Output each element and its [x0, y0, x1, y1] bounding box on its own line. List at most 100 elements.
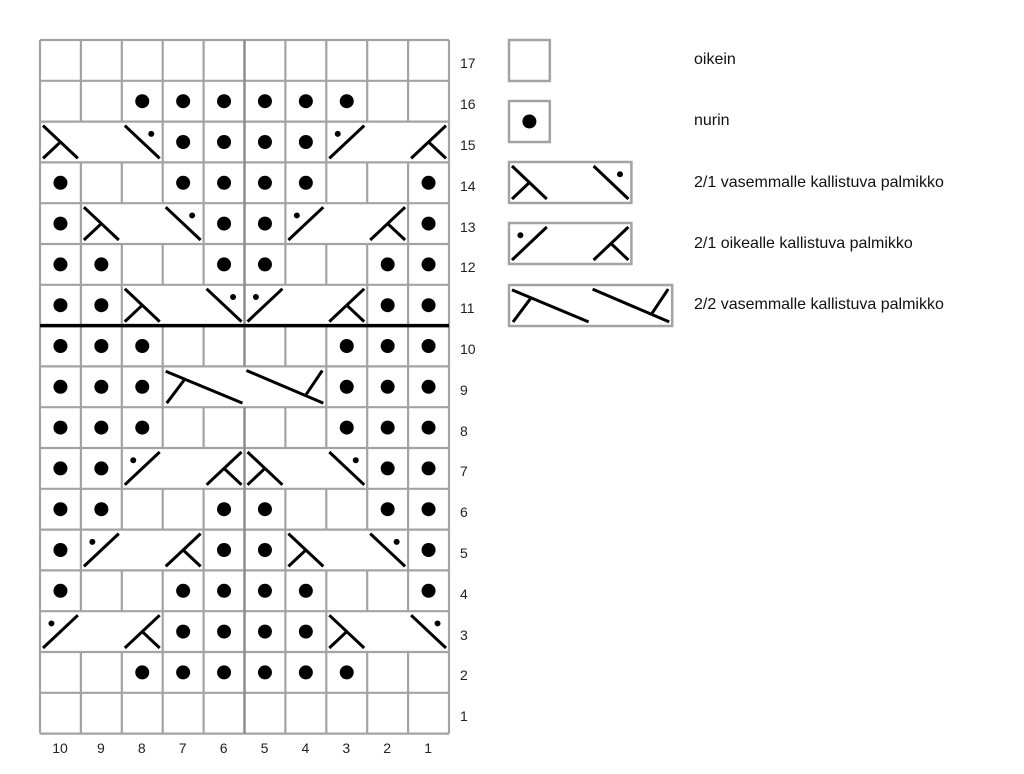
knit-cell — [121, 570, 163, 612]
knit-cell — [121, 244, 163, 285]
knit-cell — [285, 244, 327, 285]
column-number: 6 — [219, 740, 228, 756]
row-number: 12 — [460, 259, 476, 276]
knit-cell — [80, 80, 122, 122]
purl-dot — [53, 502, 68, 517]
purl-dot — [176, 94, 191, 109]
purl-cell-symbol — [94, 461, 109, 476]
knit-cell — [80, 570, 122, 612]
purl-dot — [257, 502, 272, 517]
cable-stroke — [328, 124, 366, 160]
purl-dot — [339, 420, 354, 435]
purl-cell-symbol — [380, 420, 395, 435]
purl-dot — [380, 339, 395, 353]
knit-cell — [326, 692, 368, 734]
purl-cell-symbol — [421, 461, 436, 476]
row-number: 13 — [460, 218, 476, 235]
purl-dot — [89, 538, 96, 545]
purl-cell-symbol — [217, 583, 232, 598]
purl-cell-symbol — [339, 420, 354, 435]
cable-stroke — [123, 304, 144, 323]
purl-dot — [421, 543, 436, 557]
purl-cell-symbol — [217, 624, 232, 639]
purl-dot — [257, 216, 272, 231]
legend-left-cross-2-2-symbol — [507, 283, 674, 328]
purl-cell-symbol — [53, 543, 68, 557]
purl-cell-symbol — [257, 624, 272, 639]
purl-dot — [135, 420, 150, 435]
cable-stroke — [328, 450, 366, 486]
cable-stroke — [510, 225, 548, 262]
cable-stroke — [369, 532, 407, 568]
legend-label-right-cross-2-1: 2/1 oikealle kallistuva palmikko — [694, 235, 913, 252]
purl-dot — [421, 583, 436, 598]
knit-cell — [408, 80, 449, 122]
cable-stroke — [82, 206, 120, 242]
purl-cell-symbol — [217, 257, 232, 272]
knit-cell — [121, 40, 163, 81]
purl-dot — [53, 420, 68, 435]
purl-dot — [53, 339, 68, 353]
cable-stroke — [246, 287, 284, 323]
purl-cell-symbol — [421, 339, 436, 353]
purl-cell-symbol — [53, 339, 68, 353]
purl-dot — [298, 665, 313, 680]
cable-stroke — [410, 614, 448, 650]
legend-label-left-cross-2-2: 2/2 vasemmalle kallistuva palmikko — [694, 296, 944, 313]
purl-cell-symbol — [135, 420, 150, 435]
column-number: 3 — [342, 740, 351, 756]
purl-cell-symbol — [257, 175, 272, 190]
purl-dot — [94, 461, 109, 476]
purl-dot — [217, 624, 232, 639]
legend-box — [507, 38, 552, 83]
purl-dot — [135, 94, 150, 109]
purl-cell-symbol — [217, 216, 232, 231]
knit-cell — [162, 407, 204, 448]
purl-cell-symbol — [94, 420, 109, 435]
knit-cell — [121, 162, 163, 204]
purl-cell-symbol — [257, 216, 272, 231]
cable-stroke — [182, 548, 202, 568]
purl-cell-symbol — [53, 420, 68, 435]
cable-stroke — [246, 467, 266, 486]
purl-cell-symbol — [257, 543, 272, 557]
left-cross-2-2-cell-symbol — [165, 369, 324, 405]
knit-cell — [367, 652, 409, 693]
purl-cell-symbol — [380, 502, 395, 517]
knit-cell — [203, 40, 245, 81]
right-cross-2-1-cell-symbol — [123, 450, 243, 486]
cable-stroke — [427, 140, 448, 160]
purl-dot — [434, 620, 441, 627]
knit-cell — [121, 692, 163, 734]
knit-cell — [80, 652, 122, 693]
purl-dot — [217, 543, 232, 557]
purl-dot — [298, 624, 313, 639]
purl-dot — [421, 298, 436, 313]
purl-cell-symbol — [257, 135, 272, 149]
left-cross-2-1-cell-symbol — [287, 532, 407, 568]
legend-symbols — [507, 38, 674, 328]
purl-cell-symbol — [217, 94, 232, 109]
right-cross-2-1-cell-symbol — [41, 614, 161, 650]
cable-stroke — [41, 140, 62, 160]
purl-dot — [339, 94, 354, 109]
purl-cell-symbol — [298, 665, 313, 680]
purl-cell-symbol — [217, 665, 232, 680]
purl-dot — [176, 135, 191, 149]
cable-stroke — [386, 222, 407, 242]
column-number: 9 — [96, 740, 105, 756]
knit-cell — [326, 162, 368, 204]
cable-stroke — [82, 532, 120, 568]
cable-stroke — [205, 287, 243, 323]
purl-dot — [53, 583, 68, 598]
knit-cell — [203, 407, 245, 448]
row-number: 4 — [460, 585, 468, 602]
cable-stroke — [82, 222, 103, 242]
purl-dot — [522, 114, 537, 129]
purl-dot — [257, 665, 272, 680]
knit-cell — [40, 692, 81, 734]
knit-cell — [40, 40, 81, 81]
legend-label-left-cross-2-1: 2/1 vasemmalle kallistuva palmikko — [694, 174, 944, 191]
purl-dot — [380, 502, 395, 517]
knit-cell — [203, 325, 245, 367]
